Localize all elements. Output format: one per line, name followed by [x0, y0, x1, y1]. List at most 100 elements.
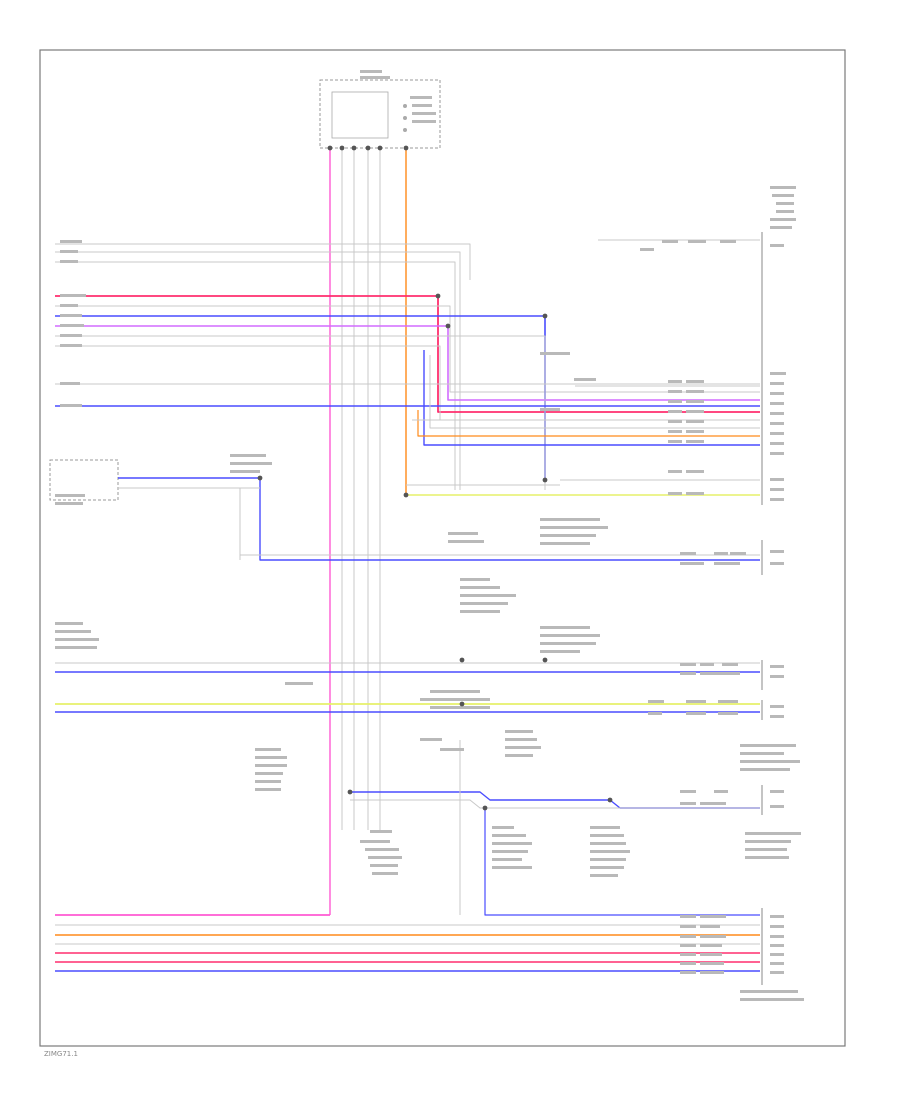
label-placeholder: [60, 382, 80, 385]
label-placeholder: [770, 935, 784, 938]
wire-gray-right: [429, 355, 760, 429]
label-placeholder: [770, 488, 784, 491]
label-placeholder: [668, 390, 682, 393]
splice-node: [377, 145, 383, 151]
splice-node: [365, 145, 371, 151]
label-placeholder: [440, 748, 464, 751]
label-placeholder: [448, 540, 484, 543]
footer-label: ZIMG71.1: [44, 1050, 78, 1058]
label-placeholder: [255, 780, 281, 783]
label-placeholder: [505, 746, 541, 749]
label-placeholder: [55, 502, 83, 505]
label-placeholder: [285, 682, 313, 685]
label-placeholder: [590, 874, 618, 877]
label-placeholder: [714, 552, 728, 555]
label-placeholder: [770, 432, 784, 435]
wire-traces: [55, 148, 760, 972]
label-placeholder: [686, 430, 704, 433]
label-placeholder: [540, 634, 600, 637]
label-placeholder: [700, 672, 724, 675]
label-placeholder: [60, 304, 78, 307]
label-placeholder: [668, 470, 682, 473]
label-placeholder: [680, 552, 696, 555]
splice-node: [403, 492, 409, 498]
splice-node: [257, 475, 263, 481]
label-placeholder: [410, 96, 432, 99]
label-placeholder: [460, 578, 490, 581]
label-placeholder: [590, 866, 624, 869]
label-placeholder: [360, 70, 382, 73]
label-placeholder: [700, 663, 714, 666]
label-placeholder: [680, 790, 696, 793]
label-placeholder: [688, 240, 706, 243]
label-placeholder: [540, 518, 600, 521]
label-placeholder: [662, 240, 678, 243]
label-placeholder: [770, 372, 786, 375]
splice-node: [607, 797, 613, 803]
splice-node: [459, 657, 465, 663]
label-placeholder: [680, 953, 696, 956]
label-placeholder: [460, 586, 500, 589]
splice-node: [327, 145, 333, 151]
label-placeholder: [770, 925, 784, 928]
splice-node: [351, 145, 357, 151]
label-placeholder: [740, 760, 800, 763]
label-placeholder: [680, 944, 696, 947]
label-placeholder: [686, 420, 704, 423]
splice-node: [435, 293, 441, 299]
label-placeholder: [505, 754, 533, 757]
label-placeholder: [60, 250, 78, 253]
label-placeholder: [770, 186, 796, 189]
label-placeholder: [492, 866, 532, 869]
label-placeholder: [770, 562, 784, 565]
label-placeholder: [722, 663, 738, 666]
label-placeholder: [745, 840, 791, 843]
label-placeholder: [745, 832, 801, 835]
splice-node: [459, 701, 465, 707]
label-placeholder: [686, 380, 704, 383]
label-placeholder: [668, 440, 682, 443]
label-placeholder: [770, 478, 784, 481]
label-placeholder: [370, 830, 392, 833]
label-placeholder: [772, 194, 794, 197]
label-placeholder: [255, 764, 287, 767]
label-placeholder: [668, 400, 682, 403]
label-placeholder: [718, 700, 738, 703]
label-placeholder: [430, 706, 490, 709]
label-placeholder: [60, 404, 82, 407]
label-placeholder: [740, 990, 798, 993]
label-placeholder: [430, 690, 480, 693]
wire-gray-bus: [55, 261, 456, 490]
label-placeholder: [770, 971, 784, 974]
wire-gray-bus: [55, 305, 760, 393]
label-placeholder: [686, 470, 704, 473]
label-placeholder: [360, 840, 390, 843]
label-placeholder: [60, 294, 86, 297]
label-placeholder: [540, 542, 590, 545]
label-placeholder: [730, 552, 746, 555]
wire-blue-right: [423, 350, 760, 446]
splice-node: [403, 145, 409, 151]
label-placeholder: [770, 790, 784, 793]
label-placeholder: [686, 700, 706, 703]
label-placeholder: [448, 532, 478, 535]
wire-blue-routing: [484, 808, 760, 916]
label-placeholder: [255, 788, 281, 791]
label-placeholder: [255, 772, 283, 775]
label-placeholder: [745, 848, 787, 851]
label-placeholder: [460, 610, 500, 613]
label-placeholder: [720, 240, 736, 243]
wire-violet-bus: [55, 325, 760, 401]
label-placeholder: [714, 790, 728, 793]
label-placeholder: [412, 104, 432, 107]
label-placeholder: [492, 842, 532, 845]
label-placeholder: [492, 834, 526, 837]
label-placeholder: [770, 402, 784, 405]
splice-node: [339, 145, 345, 151]
label-placeholder: [230, 454, 266, 457]
label-placeholder: [55, 622, 83, 625]
wire-blue-mid: [118, 477, 760, 561]
label-placeholder: [505, 738, 537, 741]
label-placeholder: [540, 352, 570, 355]
